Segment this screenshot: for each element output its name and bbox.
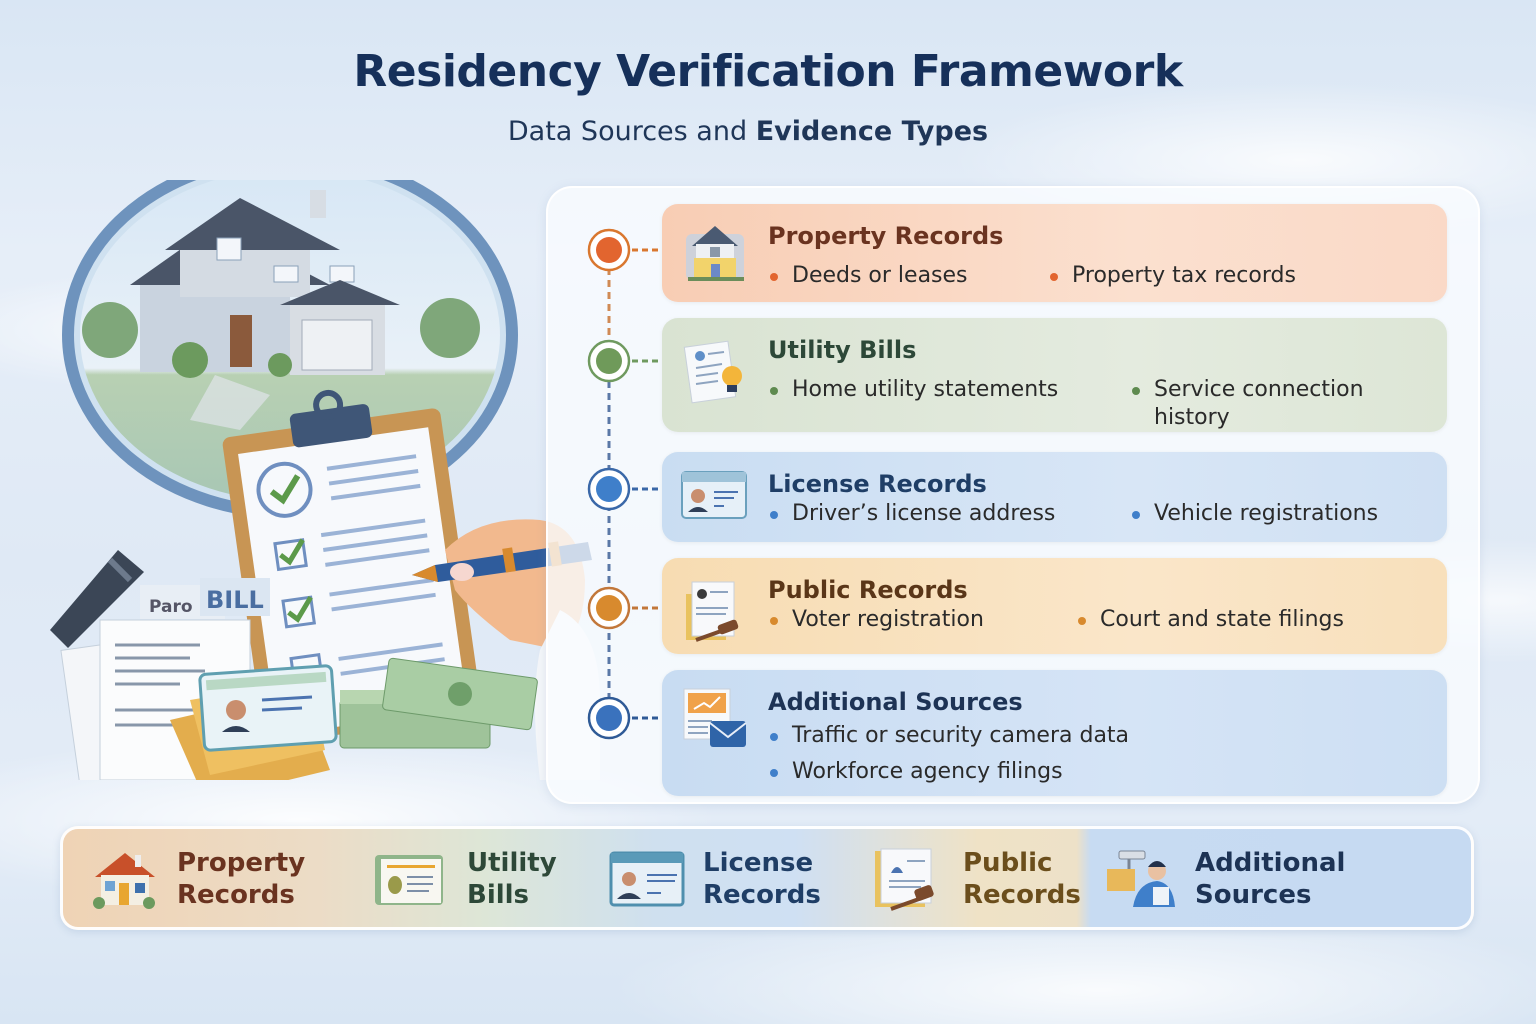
bullet-dot-icon [1078,617,1086,625]
timeline [587,228,662,740]
card-additional-sources: Additional Sources Traffic or security c… [662,670,1447,796]
house-illustration-icon [82,190,480,430]
document-gavel-icon [686,581,739,642]
subtitle-regular: Data Sources and [507,116,748,147]
bullet-item: Voter registration [768,606,984,634]
card-title: Property Records [768,222,1004,250]
bullet-item: Deeds or leases [768,262,968,290]
bullet-item: Workforce agency filings [768,758,1063,786]
page-title: Residency Verification Framework [353,46,1183,97]
bullet-dot-icon [770,617,778,625]
card-title: Utility Bills [768,336,917,364]
cash-stack-icon [339,657,538,749]
timeline-node-property [587,228,662,272]
card-title: Public Records [768,576,968,604]
bullet-item: Court and state filings [1076,606,1344,634]
utility-bill-icon [375,855,443,905]
timeline-node-utility [587,339,662,383]
magnifier-handle-icon [50,550,144,648]
bullet-item: Property tax records [1048,262,1296,290]
card-license-records: License Records Driver’s license address… [662,452,1447,542]
bullet-item: Service connection history [1130,376,1410,432]
card-title: License Records [768,470,987,498]
bullet-dot-icon [1050,273,1058,281]
house-icon [93,853,155,909]
card-property-records: Property Records Deeds or leases Propert… [662,204,1447,302]
bullet-item: Traffic or security camera data [768,722,1129,750]
card-title: Additional Sources [768,688,1023,716]
id-card-icon [681,471,747,519]
document-gavel-icon [875,848,934,911]
bill-tab-left-text: Paro [149,597,193,617]
timeline-node-license [587,467,662,511]
bullet-dot-icon [1132,387,1140,395]
bullet-item: Vehicle registrations [1130,500,1378,528]
card-public-records: Public Records Voter registration Court … [662,558,1447,654]
timeline-node-public [587,586,662,630]
timeline-node-additional [587,696,662,740]
card-utility-bills: Utility Bills Home utility statements Se… [662,318,1447,432]
bill-tab-right-text: BILL [206,586,264,614]
id-card-icon [609,851,685,907]
camera-person-icon [1107,850,1175,907]
utility-bill-lightbulb-icon [683,340,742,404]
bullet-dot-icon [770,733,778,741]
bullet-dot-icon [770,387,778,395]
bullet-dot-icon [770,273,778,281]
clipboard-checklist-icon [222,389,482,745]
bullet-item: Home utility statements [768,376,1058,404]
verification-illustration: Paro BILL [50,180,600,780]
subtitle-bold: Evidence Types [755,116,989,147]
bullet-dot-icon [770,511,778,519]
report-envelope-icon [683,688,747,747]
folder-id-card-icon [170,664,338,780]
house-icon [686,226,744,281]
bullet-dot-icon [770,769,778,777]
bullet-dot-icon [1132,511,1140,519]
page-subtitle: Data Sources and Evidence Types [0,116,1496,147]
bullet-item: Driver’s license address [768,500,1055,528]
